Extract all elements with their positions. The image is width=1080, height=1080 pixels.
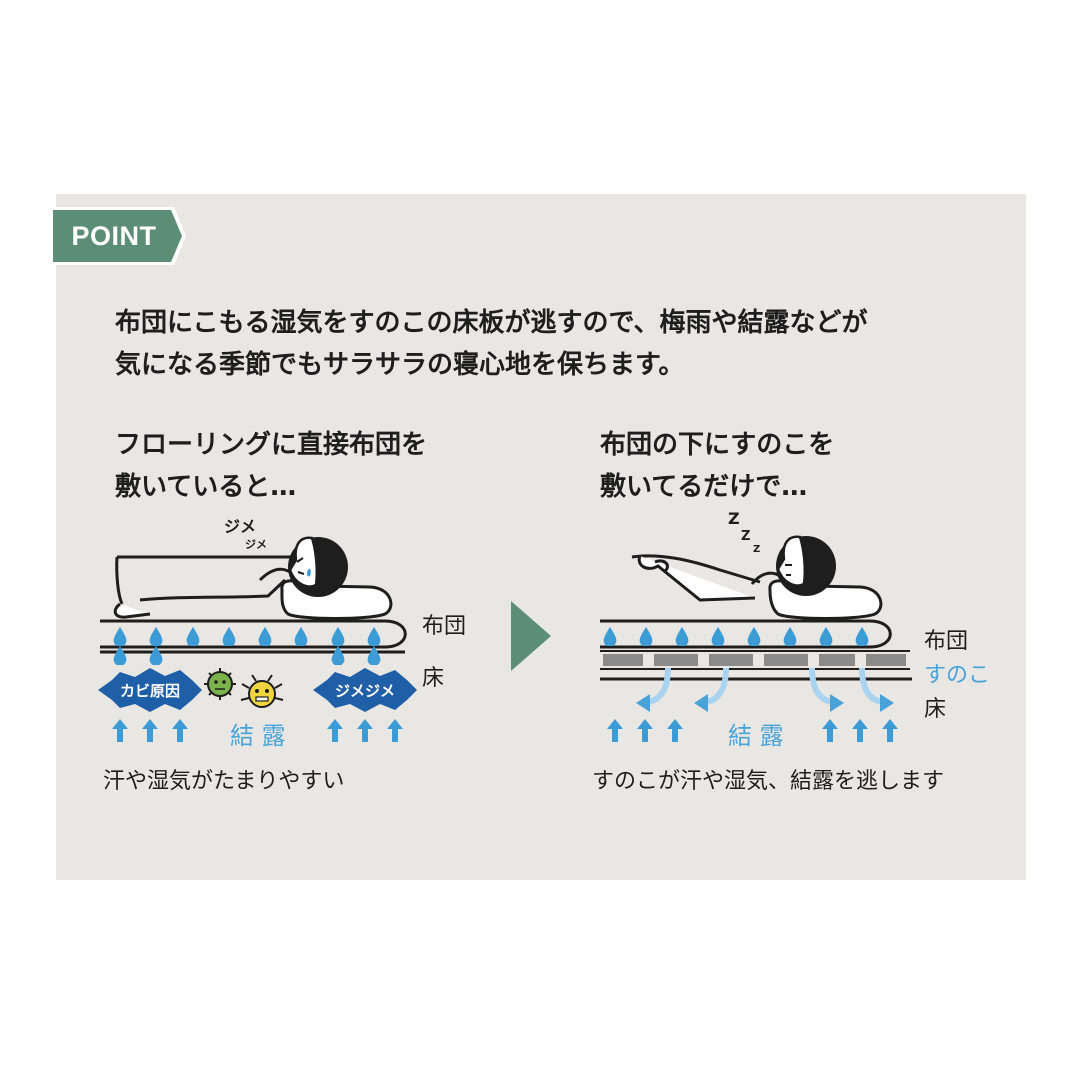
left-label-futon: 布団 xyxy=(422,614,466,639)
left-heading: フローリングに直接布団を 敷いていると… xyxy=(115,424,427,508)
left-heading-line-2: 敷いていると… xyxy=(115,472,297,502)
left-sound-big: ジメ xyxy=(224,517,256,536)
right-condensation-label: 結 露 xyxy=(728,722,784,750)
mold-burst xyxy=(98,668,202,712)
mite-icon xyxy=(240,674,284,708)
damp-burst-label: ジメジメ xyxy=(335,682,395,700)
point-panel xyxy=(56,194,1026,880)
sleep-z-1: Z xyxy=(728,509,740,528)
point-label: POINT xyxy=(71,221,157,251)
sleep-z-2: Z xyxy=(741,529,750,544)
intro-line-1: 布団にこもる湿気をすのこの床板が逃すので、梅雨や結露などが xyxy=(115,308,868,338)
sunoko-slats xyxy=(603,654,906,666)
left-caption: 汗や湿気がたまりやすい xyxy=(103,769,345,794)
right-label-sunoko: すのこ xyxy=(924,663,990,688)
right-heading-line-2: 敷いてるだけで… xyxy=(600,472,808,502)
right-label-futon: 布団 xyxy=(924,629,968,654)
intro-line-2: 気になる季節でもサラサラの寝心地を保ちます。 xyxy=(115,350,685,380)
left-heading-line-1: フローリングに直接布団を xyxy=(115,430,428,460)
left-condensation-label: 結 露 xyxy=(230,722,286,750)
right-heading-line-1: 布団の下にすのこを xyxy=(600,430,835,460)
water-drop-icon xyxy=(603,626,869,646)
right-heading: 布団の下にすのこを 敷いてるだけで… xyxy=(600,424,834,508)
airflow-arrow-icon xyxy=(636,667,894,712)
mold-burst-label: カビ原因 xyxy=(120,682,180,700)
germ-icon xyxy=(204,668,236,700)
right-scene: Z Z Z 布団 すのこ 床 結 露 xyxy=(600,509,990,750)
right-label-floor: 床 xyxy=(924,697,946,722)
point-badge: POINT xyxy=(50,205,190,267)
sleep-z-3: Z xyxy=(753,544,760,555)
intro-text: 布団にこもる湿気をすのこの床板が逃すので、梅雨や結露などが 気になる季節でもサラ… xyxy=(115,302,995,386)
damp-burst xyxy=(313,668,417,712)
right-caption: すのこが汗や湿気、結露を逃します xyxy=(592,769,945,794)
left-label-floor: 床 xyxy=(422,666,444,691)
left-scene: ジメ ジメ 布団 床 カビ原因 ジメジメ 結 露 xyxy=(98,517,466,750)
left-sound-small: ジメ xyxy=(245,538,267,551)
next-arrow-icon xyxy=(511,601,551,671)
